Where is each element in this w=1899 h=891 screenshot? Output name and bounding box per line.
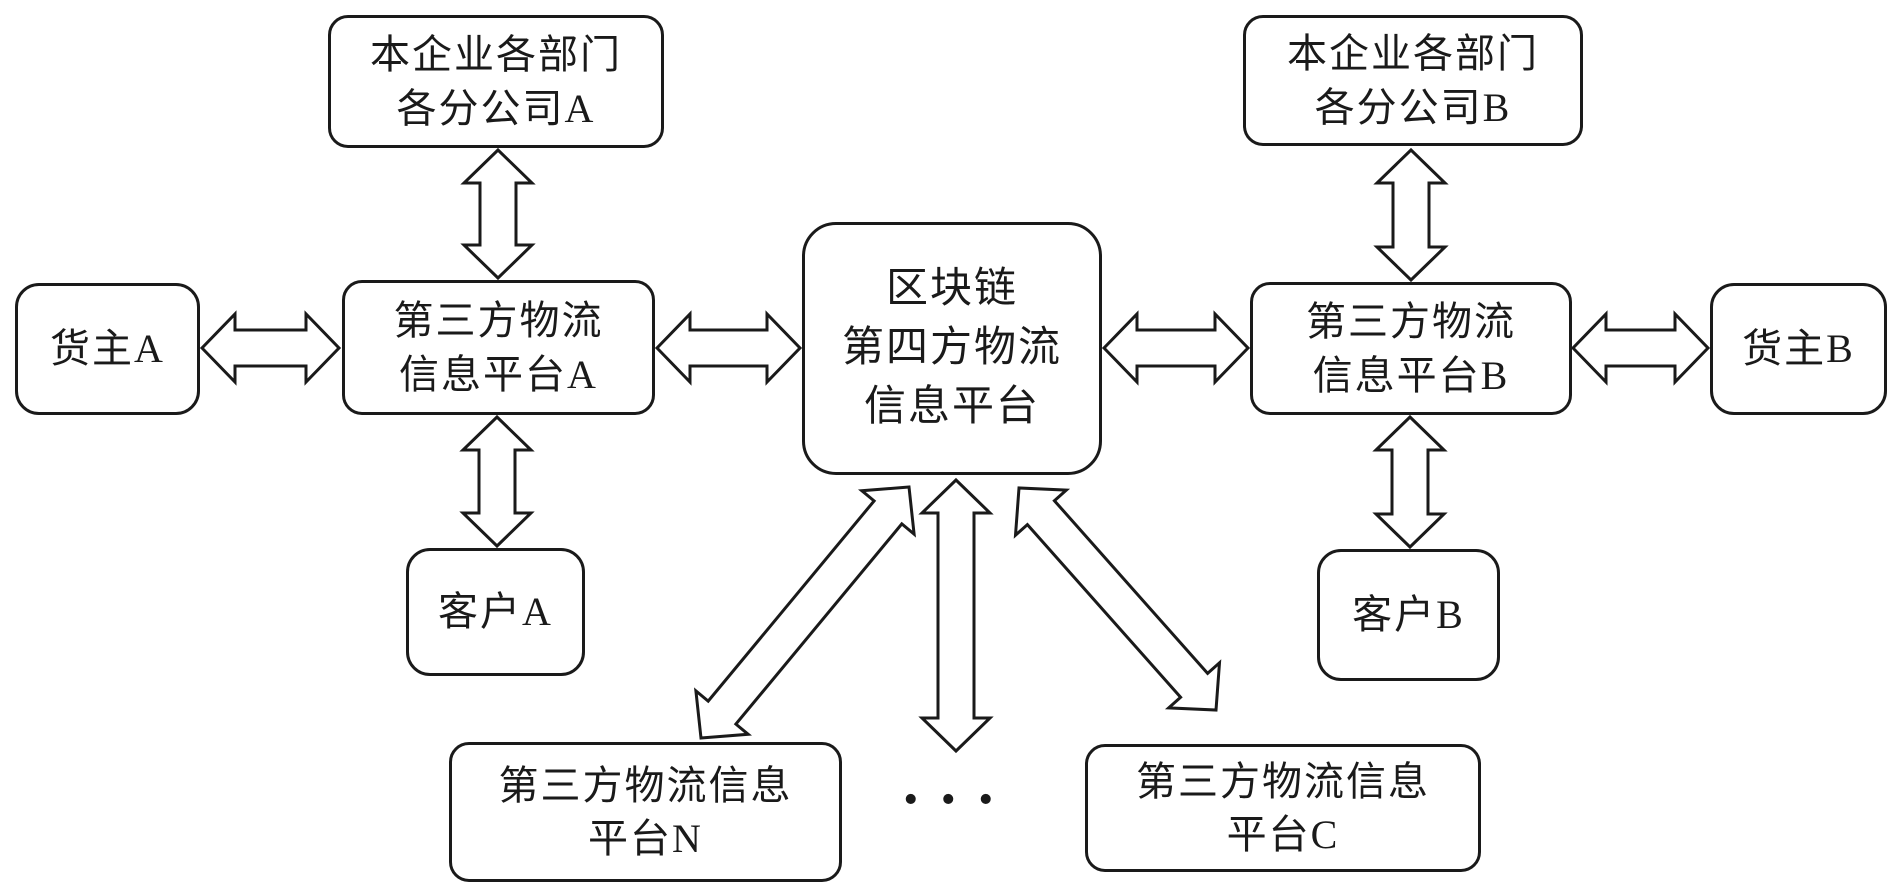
node-platform-a: 第三方物流 信息平台A <box>342 280 655 415</box>
node-company-a: 本企业各部门 各分公司A <box>328 15 664 148</box>
node-platform-n: 第三方物流信息 平台N <box>449 742 842 882</box>
arrow-platform-b-customer-b <box>1372 414 1448 550</box>
node-customer-b: 客户B <box>1317 549 1500 681</box>
arrow-company-a-platform-a <box>460 147 536 281</box>
arrow-platform-b-shipper-b <box>1570 310 1711 386</box>
node-shipper-a: 货主A <box>15 283 200 415</box>
arrow-platform-a-customer-a <box>459 414 535 549</box>
arrow-company-b-platform-b <box>1373 147 1449 283</box>
node-customer-a: 客户A <box>406 548 585 676</box>
node-platform-b: 第三方物流 信息平台B <box>1250 282 1572 415</box>
arrow-blockchain-platform-b <box>1101 310 1251 386</box>
node-platform-c: 第三方物流信息 平台C <box>1085 744 1481 872</box>
node-shipper-b: 货主B <box>1710 283 1887 415</box>
ellipsis-dots: ... <box>903 749 1016 817</box>
node-company-b: 本企业各部门 各分公司B <box>1243 15 1583 146</box>
arrow-blockchain-ellipsis <box>918 477 994 754</box>
node-blockchain-platform: 区块链 第四方物流 信息平台 <box>802 222 1102 475</box>
arrow-blockchain-platform-n <box>694 485 916 740</box>
arrow-blockchain-platform-c <box>1013 486 1222 712</box>
arrow-shipper-a-platform-a <box>199 310 342 386</box>
arrow-platform-a-blockchain <box>654 310 803 386</box>
